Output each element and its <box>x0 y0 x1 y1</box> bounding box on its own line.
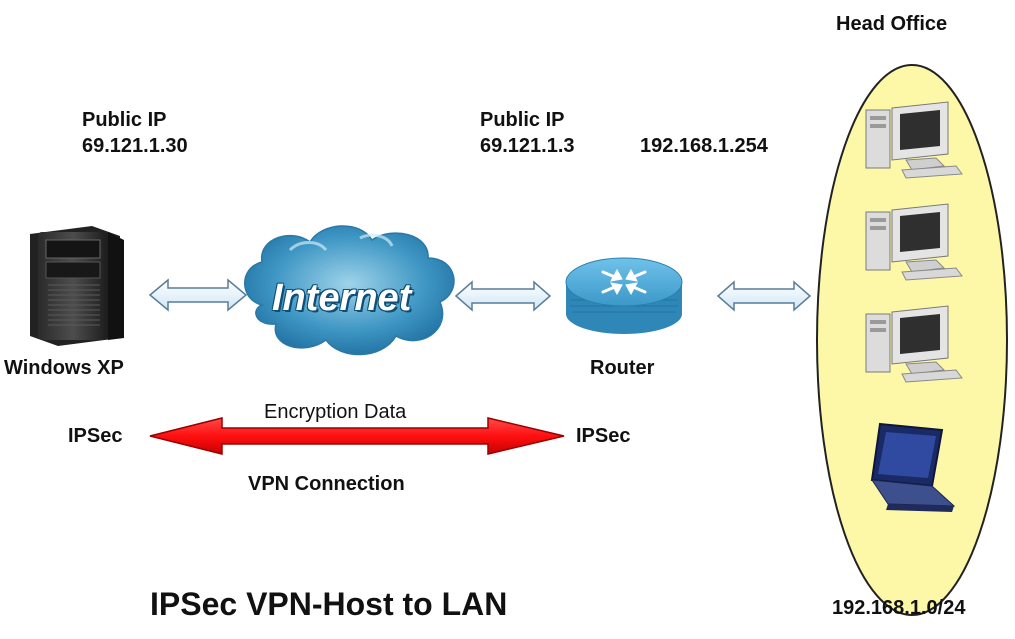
head-office-title: Head Office <box>836 13 948 35</box>
router-name: Router <box>590 357 655 379</box>
client-name: Windows XP <box>4 357 124 379</box>
link-arrow-client-internet <box>148 278 248 312</box>
client-public-ip-label: Public IP <box>82 109 167 131</box>
server-icon <box>30 226 124 346</box>
internet-cloud-icon <box>244 225 455 356</box>
laptop-icon <box>870 422 956 512</box>
link-arrow-router-lan <box>716 280 812 312</box>
internet-label: Internet <box>272 277 412 319</box>
desktop-pc-icon-1 <box>865 101 963 179</box>
router-lan-ip: 192.168.1.254 <box>640 135 768 157</box>
router-protocol: IPSec <box>576 425 631 447</box>
client-protocol: IPSec <box>68 425 123 447</box>
link-arrow-internet-router <box>454 280 552 312</box>
tunnel-bottom-label: VPN Connection <box>248 473 405 495</box>
vpn-tunnel-arrow <box>149 417 565 455</box>
desktop-pc-icon-2 <box>865 203 963 281</box>
router-icon <box>565 257 683 334</box>
router-public-ip: 69.121.1.3 <box>480 135 575 157</box>
tunnel-top-label: Encryption Data <box>264 401 407 423</box>
router-public-ip-label: Public IP <box>480 109 565 131</box>
client-public-ip: 69.121.1.30 <box>82 135 188 157</box>
head-office-subnet: 192.168.1.0/24 <box>832 597 966 619</box>
desktop-pc-icon-3 <box>865 305 963 383</box>
diagram-caption: IPSec VPN-Host to LAN <box>150 586 508 622</box>
